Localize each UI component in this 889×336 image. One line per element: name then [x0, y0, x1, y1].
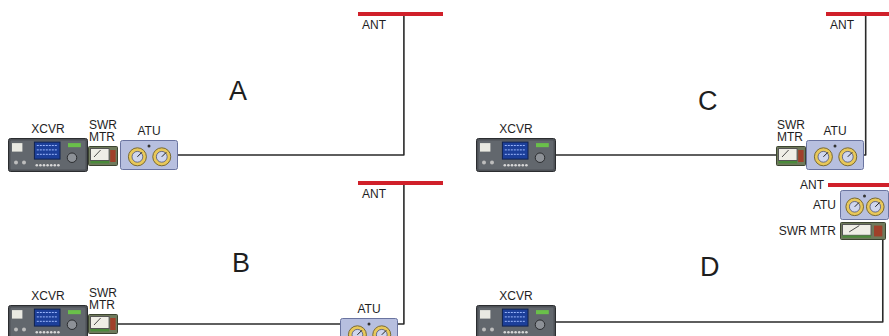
device-label: XCVR — [499, 290, 532, 303]
device-label: ATU — [357, 303, 380, 316]
transceiver-drawing — [8, 305, 88, 336]
transceiver: XCVR — [476, 305, 556, 336]
device-label: XCVR — [31, 290, 64, 303]
antenna: ANT — [358, 12, 443, 16]
device-label: ANT — [830, 19, 854, 32]
coax-wire — [398, 185, 404, 324]
device-label: SWR MTR — [779, 225, 836, 238]
coax-wire — [178, 16, 404, 155]
transceiver-drawing — [8, 138, 88, 172]
antenna-tuner: ATU — [120, 140, 178, 170]
panel-letter: B — [232, 250, 250, 277]
device-label: ANT — [362, 19, 386, 32]
antenna-tuner-drawing — [120, 140, 178, 170]
device-label: SWR MTR — [89, 119, 117, 144]
antenna-drawing — [358, 12, 443, 16]
transceiver-drawing — [476, 305, 556, 336]
swr-meter: SWR MTR — [88, 146, 118, 166]
panel-letter: A — [229, 78, 247, 105]
swr-meter: SWR MTR — [840, 222, 886, 240]
antenna-tuner: ATU — [840, 190, 889, 220]
device-label: XCVR — [499, 123, 532, 136]
panel-letter: D — [700, 254, 720, 281]
coax-wire — [864, 16, 866, 155]
antenna-tuner: ATU — [806, 140, 864, 170]
coax-wire — [556, 154, 776, 156]
device-label: ANT — [800, 179, 824, 192]
transceiver: XCVR — [476, 138, 556, 172]
swr-meter-drawing — [88, 314, 118, 334]
device-label: ATU — [823, 125, 846, 138]
device-label: ANT — [362, 188, 386, 201]
device-label: ATU — [137, 125, 160, 138]
antenna-drawing — [828, 183, 889, 187]
coax-wire — [118, 323, 340, 325]
antenna-tuner-drawing — [340, 318, 398, 336]
device-label: XCVR — [31, 123, 64, 136]
panel-letter: C — [698, 88, 718, 115]
antenna-drawing — [826, 12, 889, 16]
antenna-tuner: ATU — [340, 318, 398, 336]
device-label: SWR MTR — [777, 119, 805, 144]
antenna: ANT — [826, 12, 889, 16]
antenna: ANT — [828, 183, 889, 187]
coax-wire — [556, 240, 883, 322]
swr-meter-drawing — [88, 146, 118, 166]
transceiver: XCVR — [8, 305, 88, 336]
device-label: SWR MTR — [89, 287, 117, 312]
swr-meter: SWR MTR — [776, 146, 806, 166]
antenna-tuner-drawing — [806, 140, 864, 170]
antenna-drawing — [358, 181, 443, 185]
swr-meter-drawing — [776, 146, 806, 166]
swr-meter-drawing — [840, 222, 886, 240]
transceiver-drawing — [476, 138, 556, 172]
antenna-tuner-drawing — [840, 190, 889, 220]
device-label: ATU — [813, 199, 836, 212]
transceiver: XCVR — [8, 138, 88, 172]
swr-meter: SWR MTR — [88, 314, 118, 334]
antenna: ANT — [358, 181, 443, 185]
